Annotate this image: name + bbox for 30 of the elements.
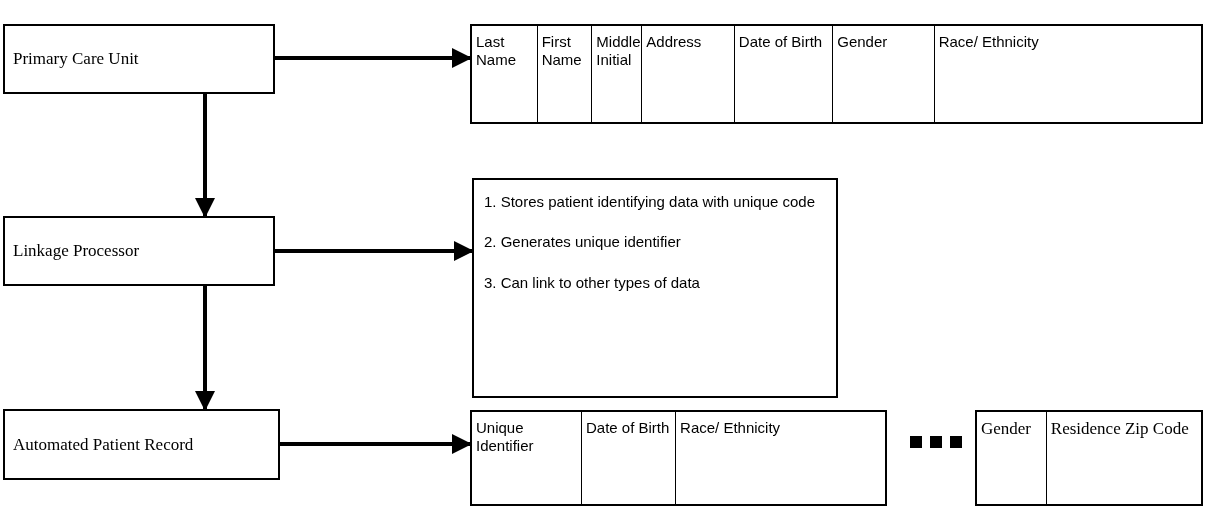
- field-cell: Address: [641, 26, 734, 122]
- list-item: 1. Stores patient identifying data with unique code: [484, 192, 817, 212]
- box-label: Automated Patient Record: [13, 434, 194, 455]
- list-item: 2. Generates unique identifier: [484, 232, 682, 253]
- arrow: [280, 434, 472, 454]
- field-cell: Gender: [832, 26, 934, 122]
- record-table: [470, 410, 887, 506]
- field-cell-text: Unique Identifier: [475, 418, 535, 456]
- field-cell-text: Last Name: [475, 32, 517, 70]
- field-cell-text: Gender: [980, 418, 1033, 440]
- field-cell: Race/ Ethnicity: [933, 26, 1201, 122]
- field-cell: Date of Birth: [580, 412, 676, 504]
- arrow: [195, 94, 215, 218]
- field-cell: Residence Zip Code: [1045, 412, 1201, 504]
- arrow: [275, 241, 474, 261]
- field-cell: Race/ Ethnicity: [675, 412, 885, 504]
- record-table: [470, 24, 1203, 124]
- process-box: [3, 409, 280, 480]
- arrow: [275, 48, 472, 68]
- box-label: Primary Care Unit: [13, 49, 139, 69]
- description-box: [472, 178, 838, 398]
- list-item: 3. Can link to other types of data: [484, 272, 701, 293]
- box-label: Linkage Processor: [13, 241, 140, 261]
- process-box: [3, 216, 275, 286]
- field-cell: First Name: [536, 26, 592, 122]
- process-box: [3, 24, 275, 94]
- field-cell: Date of Birth: [733, 26, 833, 122]
- arrow: [195, 286, 215, 411]
- field-cell: Middle Initial: [591, 26, 642, 122]
- record-table: [975, 410, 1203, 506]
